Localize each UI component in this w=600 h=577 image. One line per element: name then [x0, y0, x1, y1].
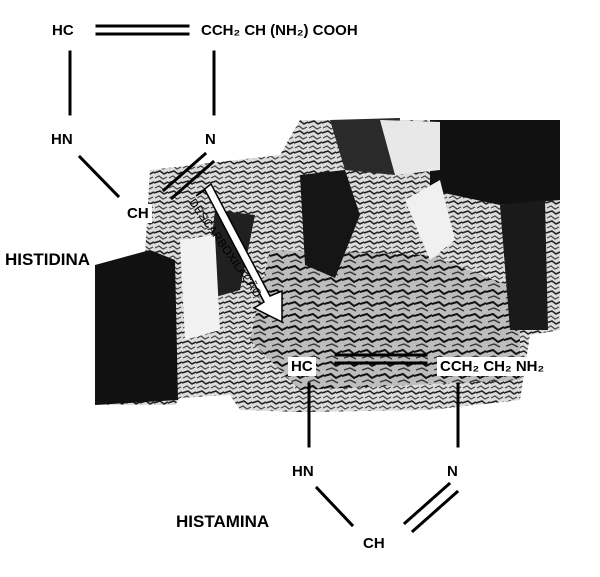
photo-shadow: [430, 120, 560, 205]
photo-shadow: [205, 210, 255, 300]
bond-hn-ch: [77, 154, 121, 199]
photo-highlight: [405, 180, 455, 260]
double-bond-n-ch: [410, 489, 460, 534]
atom-ch: CH: [363, 535, 385, 552]
photo-highlight: [180, 235, 220, 340]
photo-shadow: [300, 170, 360, 278]
photo-highlight: [380, 120, 440, 175]
atom-hc: HC: [288, 357, 316, 376]
atom-hn: HN: [292, 463, 314, 480]
atom-hn: HN: [51, 131, 73, 148]
double-bond-n-ch: [169, 159, 216, 201]
reaction-arrow: [195, 182, 283, 324]
atom-n: N: [205, 131, 216, 148]
molecule-name-histidina: HISTIDINA: [2, 249, 93, 270]
atom-hc: HC: [52, 22, 74, 39]
side-chain: CCH₂ CH (NH₂) COOH: [201, 22, 358, 39]
double-bond-n-ch: [161, 151, 208, 193]
bond-hn-ch: [314, 485, 355, 528]
double-bond-n-ch: [402, 481, 452, 526]
photo-region: [250, 250, 520, 390]
photo-shadow: [500, 200, 548, 330]
atom-ch: CH: [124, 204, 152, 223]
photo-shadow: [330, 118, 400, 175]
atom-n: N: [447, 463, 458, 480]
side-chain: CCH₂ CH₂ NH₂: [437, 357, 548, 376]
molecule-name-histamina: HISTAMINA: [176, 512, 270, 531]
photo-shadow: [95, 250, 178, 405]
